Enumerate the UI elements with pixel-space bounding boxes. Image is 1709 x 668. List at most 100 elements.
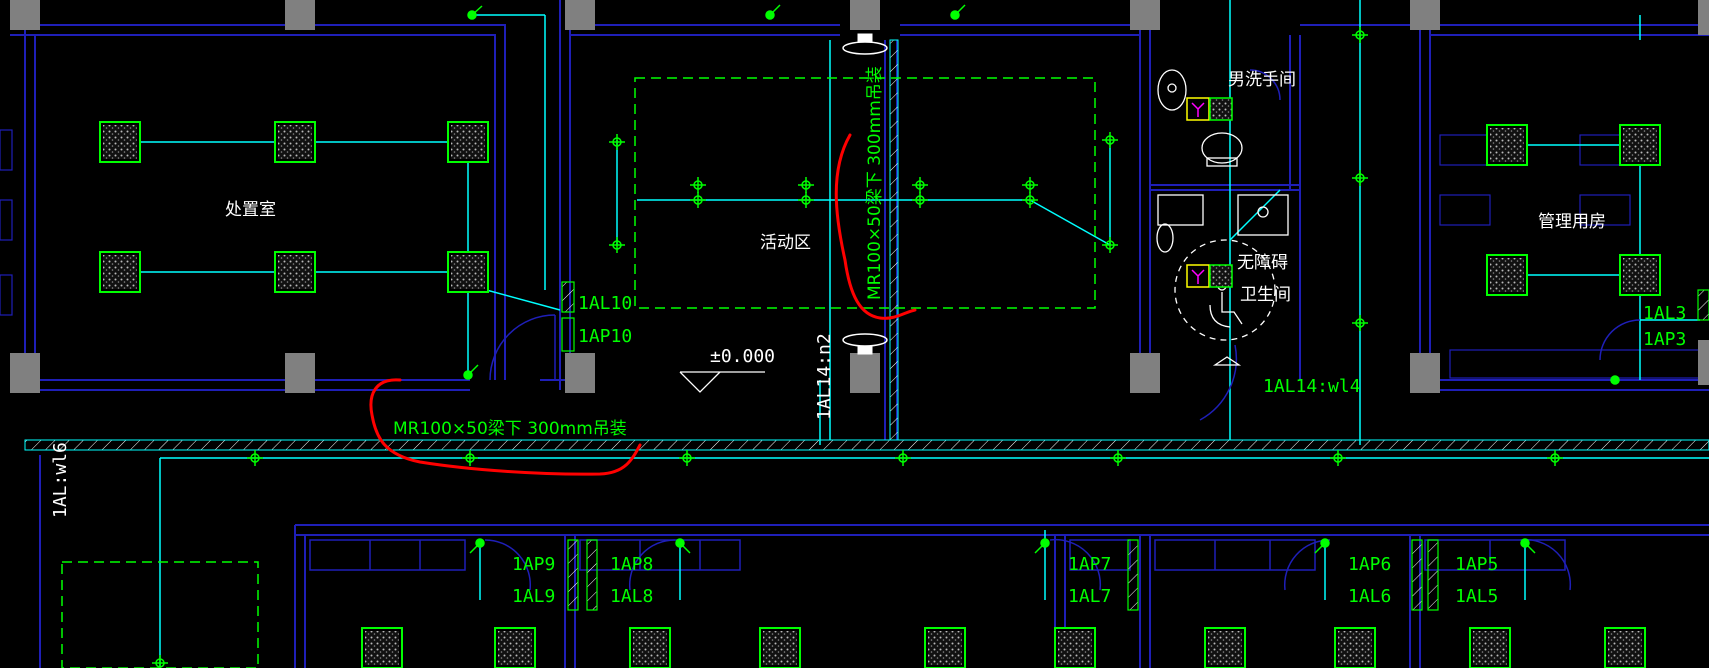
light-fixture-icon (447, 251, 489, 293)
distribution-box-icon (1697, 289, 1709, 321)
toilet-icon (1157, 194, 1204, 226)
circuit-label: 1AL7 (1068, 586, 1111, 607)
column-icon (1130, 0, 1160, 30)
light-fixture-icon (1054, 627, 1096, 668)
distribution-boxes (561, 281, 1709, 611)
light-fixture-icon (1351, 314, 1369, 332)
light-fixture-icon (1109, 449, 1127, 467)
circuit-label: 1AP9 (512, 554, 555, 575)
light-fixture-icon (494, 627, 536, 668)
light-fixture-icon (678, 449, 696, 467)
light-fixture-icon (689, 191, 707, 209)
light-fixture-icon (1351, 26, 1369, 44)
exhaust-fan-icon (1191, 102, 1205, 117)
light-fixture-icon (894, 449, 912, 467)
light-fixture-icon (759, 627, 801, 668)
distribution-box-icon (586, 539, 598, 611)
door-swing (1249, 69, 1281, 101)
column-icon (285, 353, 315, 393)
light-fixture-icon (1329, 449, 1347, 467)
column-icon (565, 0, 595, 30)
room-label-accessible-wc-2: 卫生间 (1240, 285, 1291, 305)
light-fixture-icon (689, 176, 707, 194)
column-icon (10, 353, 40, 393)
room-label-activity: 活动区 (760, 233, 811, 253)
light-fixture-icon (924, 627, 966, 668)
door-swing (1599, 319, 1641, 361)
light-fixture-icon (797, 191, 815, 209)
cable-tray-annotation: MR100×50梁下 300mm吊装 (393, 419, 627, 439)
circuit-label: 1AP8 (610, 554, 653, 575)
elevation-marker (679, 371, 765, 393)
light-fixture-icon (1619, 124, 1661, 166)
room-labels: 处置室 活动区 男洗手间 无障碍 卫生间 管理用房 (225, 70, 1606, 305)
column-icon (565, 353, 595, 393)
washbasin-icon (1237, 194, 1289, 236)
column-icon (285, 0, 315, 30)
circuit-label: 1AL6 (1348, 586, 1391, 607)
light-fixture-icon (151, 654, 169, 668)
light-fixture-icon (1604, 627, 1646, 668)
door-swing (489, 314, 556, 381)
light-fixture-icon (1334, 627, 1376, 668)
light-fixture-icon (1021, 176, 1039, 194)
light-fixture-icon (608, 236, 626, 254)
circuit-label: 1AL5 (1455, 586, 1498, 607)
structural-columns (10, 0, 1709, 393)
light-fixture-icon (1351, 169, 1369, 187)
wiring (120, 0, 1709, 668)
distribution-box-icon (1427, 539, 1439, 611)
light-fixture-icon (1486, 124, 1528, 166)
column-icon (1410, 353, 1440, 393)
sanitary-fixtures (1156, 69, 1289, 366)
room-label-mens-washroom: 男洗手间 (1228, 70, 1296, 90)
revision-marks (369, 133, 917, 476)
cable-tray-annotation: MR100×50梁下 300mm吊装 (865, 66, 885, 300)
circuit-labels: 1AL10 1AP10 1AL14:wl4 1AL3 1AP3 1AP9 1AL… (512, 293, 1686, 607)
light-fixture-icon (1469, 627, 1511, 668)
light-fixture-icon (1486, 254, 1528, 296)
corridor-wall (24, 39, 1709, 451)
light-fixture-icon (99, 251, 141, 293)
circuit-label: 1AL14:wl4 (1263, 376, 1361, 397)
room-label-accessible-wc: 无障碍 (1237, 253, 1288, 273)
elevation-label: ±0.000 (710, 346, 775, 367)
circuit-label-vertical: 1AL14:n2 (814, 333, 835, 420)
light-fixture-icon (1101, 236, 1119, 254)
light-fixture-icon (447, 121, 489, 163)
light-fixture-icon (1546, 449, 1564, 467)
door-swing (484, 539, 532, 591)
column-icon (10, 0, 40, 30)
column-icon (1130, 353, 1160, 393)
light-fixture-icon (1021, 191, 1039, 209)
wall-light-icon (842, 41, 888, 55)
switch-icon (1610, 375, 1620, 385)
wall-light-icon (842, 333, 888, 347)
column-icon (850, 353, 880, 393)
light-fixture-icon (911, 176, 929, 194)
room-label-management: 管理用房 (1538, 212, 1606, 232)
light-fixture-icon (608, 133, 626, 151)
circuit-label-vertical: 1AL:wl6 (50, 442, 71, 518)
light-fixture-icon (1204, 627, 1246, 668)
room-label-disposal: 处置室 (225, 200, 276, 220)
distribution-box-icon (567, 539, 579, 611)
light-fixture-icon (99, 121, 141, 163)
light-fixture-icon (246, 449, 264, 467)
circuit-label: 1AL9 (512, 586, 555, 607)
activity-area-boundary (61, 77, 1096, 668)
light-fixture-icon (1101, 131, 1119, 149)
light-fixture-icon (629, 627, 671, 668)
circuit-label: 1AL8 (610, 586, 653, 607)
column-icon (850, 0, 880, 30)
door-swing (1049, 538, 1102, 591)
distribution-box-icon (1127, 539, 1139, 611)
switches (463, 4, 1620, 554)
toilet-icon (1201, 132, 1243, 164)
light-fixture-icon (1619, 254, 1661, 296)
light-fixture-icon (911, 191, 929, 209)
circuit-label: 1AL3 (1643, 303, 1686, 324)
column-icon (1410, 0, 1440, 30)
light-fixture-icon (461, 449, 479, 467)
